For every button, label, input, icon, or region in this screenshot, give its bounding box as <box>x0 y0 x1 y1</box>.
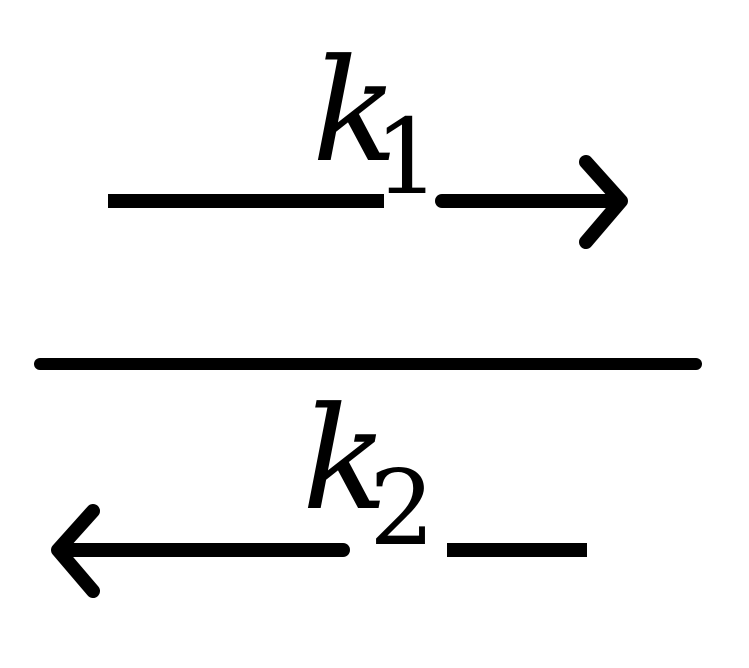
forward-rate-subscript: 1 <box>374 96 440 218</box>
forward-rate-symbol: k <box>312 29 398 194</box>
forward-rate-label: k 1 <box>312 29 440 218</box>
reverse-arrow-group: k 2 <box>51 377 587 598</box>
forward-arrow-group: k 1 <box>108 29 628 249</box>
reverse-rate-label: k 2 <box>302 377 435 569</box>
reverse-arrowhead-icon <box>51 504 100 598</box>
reverse-rate-subscript: 2 <box>369 447 435 569</box>
reverse-rate-symbol: k <box>302 377 388 542</box>
forward-arrowhead-icon <box>579 155 628 249</box>
